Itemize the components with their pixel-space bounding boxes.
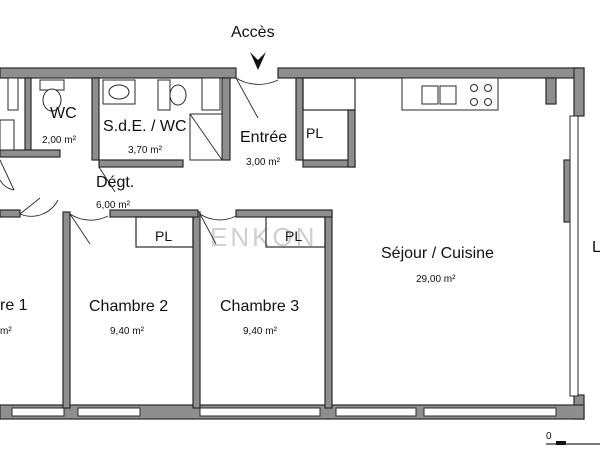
wall-entree-right (295, 77, 304, 161)
placard-entree-label: PL (306, 125, 324, 141)
room-name-chambre2: Chambre 2 (89, 298, 169, 315)
kitchen-sink-1 (421, 85, 439, 105)
room-area-entree: 3,00 m² (246, 157, 280, 168)
wall-wc-sde (91, 77, 100, 161)
placard-ch3-box (265, 216, 326, 248)
window-chambre1 (11, 407, 65, 417)
door-ch1-swing (19, 197, 59, 217)
room-area-degt: 6,00 m² (96, 200, 130, 211)
kitchen-sink-2 (439, 85, 457, 105)
wall-sde-bottom (98, 159, 184, 168)
placard-ch3-label: PL (285, 228, 303, 244)
room-area-chambre1: m² (0, 326, 12, 337)
kitchen-duct (302, 77, 356, 111)
window-right (569, 115, 579, 397)
wall-ch2-top (109, 209, 199, 218)
hob-1 (470, 84, 478, 92)
wall-ch1-top (0, 209, 21, 218)
room-name-edge-right: L (592, 239, 600, 256)
wall-ch3-sejour (324, 211, 333, 409)
access-label: Accès (231, 24, 275, 41)
room-name-degt: Dégt. (96, 174, 135, 191)
sink-wc (0, 119, 15, 151)
wc-bowl (42, 88, 62, 112)
room-area-chambre2: 9,40 m² (110, 326, 144, 337)
wall-top-left (0, 67, 237, 79)
wall-wc-bottom (0, 149, 61, 158)
room-name-wc: WC (50, 105, 77, 122)
room-name-chambre1: re 1 (0, 297, 28, 314)
room-area-sde: 3,70 m² (128, 145, 162, 156)
placard-ch2-label: PL (155, 228, 173, 244)
placard-ch2-box (135, 216, 194, 248)
wall-right-upper (573, 67, 585, 117)
wall-wc-left (24, 77, 32, 151)
room-name-sejour: Séjour / Cuisine (381, 245, 494, 262)
sde-wc-tank (157, 79, 171, 111)
wall-top-right (277, 67, 585, 79)
window-chambre2 (77, 407, 141, 417)
window-chambre3 (199, 407, 321, 417)
access-arrow (250, 52, 266, 70)
wall-pl-bottom (302, 159, 356, 168)
wall-kitchen-stub (545, 77, 557, 105)
window-sejour-right (423, 407, 557, 417)
sink-sde (102, 79, 136, 105)
scale-bar-block (556, 441, 566, 445)
door-wc-swing (0, 159, 15, 191)
door-ch3-swing (199, 213, 237, 245)
scale-label: 0 (546, 431, 552, 442)
room-name-entree: Entrée (240, 129, 288, 146)
hob-2 (484, 84, 492, 92)
shower-diagonal (189, 113, 223, 161)
room-area-wc: 2,00 m² (42, 135, 76, 146)
room-area-chambre3: 9,40 m² (243, 326, 277, 337)
hob-3 (470, 98, 478, 106)
small-duct-2 (201, 77, 221, 111)
hob-4 (484, 98, 492, 106)
wall-ch3-top (235, 209, 333, 218)
door-entree-swing (235, 77, 279, 119)
small-duct-1 (7, 77, 19, 111)
room-name-chambre3: Chambre 3 (220, 298, 300, 315)
room-area-sejour: 29,00 m² (416, 274, 456, 285)
wall-pl-right (347, 109, 356, 168)
window-sejour-left (335, 407, 417, 417)
sink-sde-basin (108, 84, 130, 100)
sde-wc-bowl (169, 84, 187, 106)
wall-ch1-ch2 (62, 211, 71, 409)
door-ch2-swing (69, 213, 109, 245)
wall-sde-entree (221, 77, 231, 161)
room-name-sde: S.d.E. / WC (103, 118, 187, 135)
door-sde-swing (98, 166, 116, 193)
wall-ch2-ch3 (192, 211, 201, 409)
